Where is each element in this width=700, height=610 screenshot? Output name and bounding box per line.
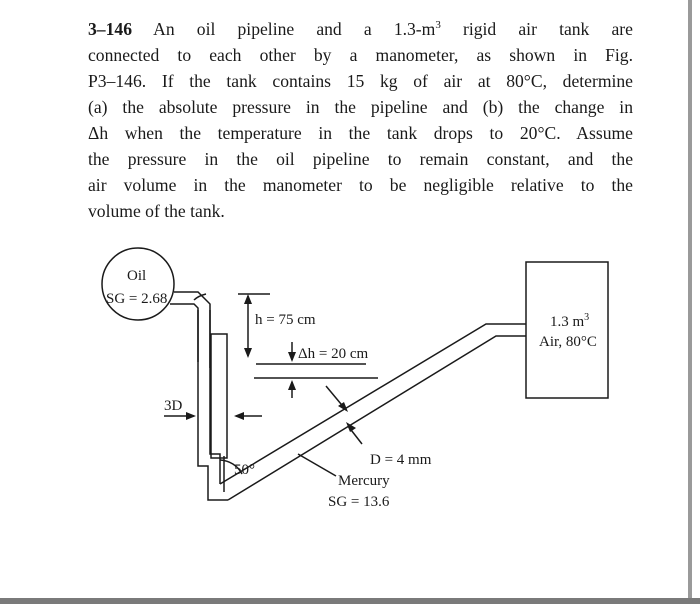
bottom-border (0, 598, 700, 604)
inclined-tube-lower (227, 335, 526, 501)
manometer-figure: Oil SG = 2.68 h = 75 cm Δh = 20 cm 1.3 m… (101, 247, 609, 510)
air-tank (525, 261, 609, 399)
problem-line-2: connected to each other by a manometer, … (88, 45, 633, 65)
problem-line-4: (a) the absolute pressure in the pipelin… (88, 97, 633, 117)
left-column-inner (209, 310, 221, 484)
h-arrowhead-top (244, 294, 252, 304)
3d-label: 3D (164, 398, 183, 414)
problem-line-3: P3–146. If the tank contains 15 kg of ai… (88, 71, 633, 91)
right-border (688, 0, 692, 604)
oil-pipeline (101, 247, 175, 321)
angle-arc (219, 459, 243, 475)
tank-volume-label: 1.3 m3 (550, 312, 589, 330)
mercury-leader (297, 453, 337, 477)
tank-air-label: Air, 80°C (539, 334, 597, 350)
h-label: h = 75 cm (255, 312, 316, 328)
left-column-outer (197, 310, 228, 501)
problem-line-6: the pressure in the oil pipeline to rema… (88, 149, 633, 169)
sg-leader (193, 293, 207, 301)
dh-label: Δh = 20 cm (298, 346, 369, 362)
angle-label: 50° (234, 462, 255, 478)
left-column-body (210, 333, 228, 459)
connector-pipe-inner (170, 303, 199, 362)
superscript: 3 (435, 19, 441, 31)
problem-line-7: air volume in the manometer to be neglig… (88, 175, 633, 195)
mercury-sg-label: SG = 13.6 (328, 494, 390, 510)
d-arrowhead-top (338, 402, 348, 412)
mercury-label: Mercury (338, 473, 390, 489)
dh-arrowhead-up (288, 380, 296, 390)
d-arrowhead-bottom (346, 422, 356, 432)
problem-number: 3–146 (88, 19, 132, 39)
problem-text: rigid air tank are (463, 19, 633, 39)
problem-text: An oil pipeline and a 1.3-m (153, 19, 436, 39)
problem-line-5: Δh when the temperature in the tank drop… (88, 123, 633, 143)
oil-label: Oil (127, 268, 146, 284)
oil-sg-label: SG = 2.68 (106, 291, 167, 307)
dh-arrowhead-down (288, 352, 296, 362)
3d-arrowhead-right (234, 412, 244, 420)
problem-line-8: volume of the tank. (88, 201, 225, 221)
h-arrowhead-bottom (244, 348, 252, 358)
3d-arrowhead-left (186, 412, 196, 420)
problem-statement: 3–146 An oil pipeline and a 1.3-m3 rigid… (88, 16, 633, 224)
inclined-tube-upper (219, 323, 526, 485)
problem-line-1: 3–146 An oil pipeline and a 1.3-m3 rigid… (88, 16, 633, 42)
d-label: D = 4 mm (370, 452, 432, 468)
